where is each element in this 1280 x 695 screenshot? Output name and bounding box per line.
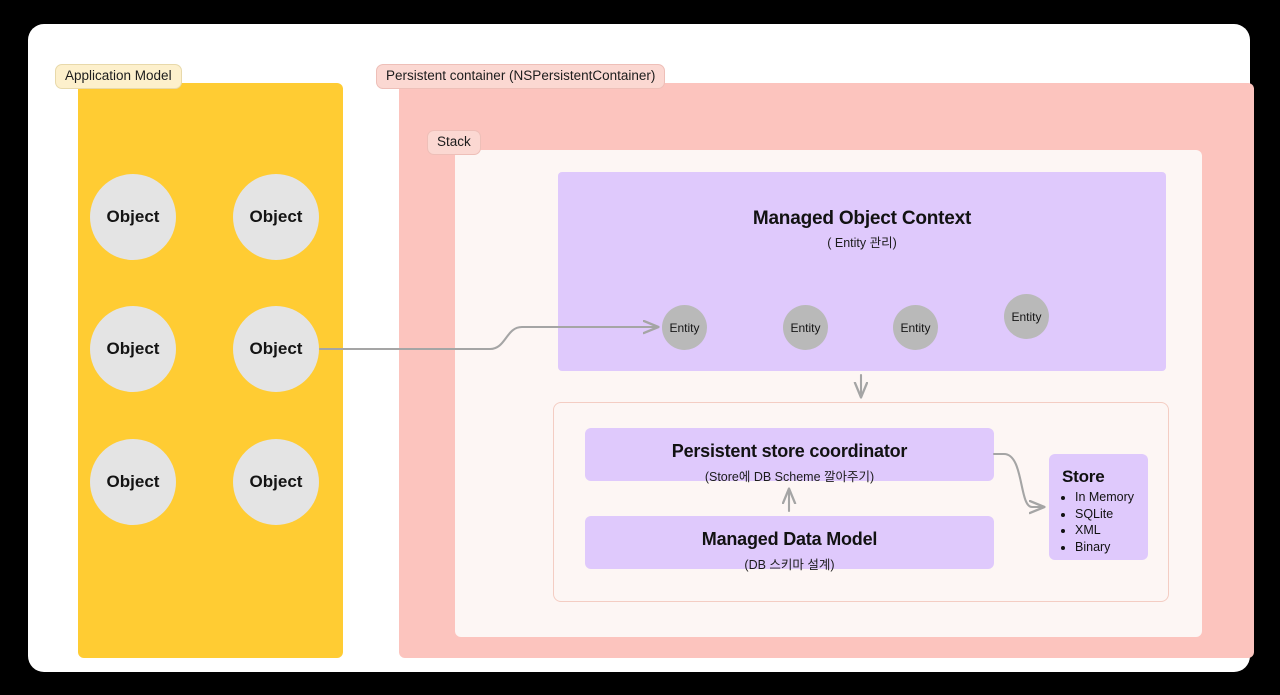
store-type-list: In Memory SQLite XML Binary	[1075, 489, 1134, 555]
persistent-store-coordinator-title: Persistent store coordinator	[671, 441, 908, 461]
store-type-item: SQLite	[1075, 506, 1134, 523]
object-label: Object	[106, 339, 160, 358]
managed-data-model-title: Managed Data Model	[701, 529, 878, 549]
managed-object-context-subtitle: ( Entity 관리)	[827, 236, 897, 250]
store-type-item: XML	[1075, 522, 1134, 539]
object-label: Object	[106, 207, 160, 226]
entity-label: Entity	[900, 320, 931, 335]
object-node[interactable]: Object	[233, 174, 319, 260]
persistent-container-tag: Persistent container (NSPersistentContai…	[376, 64, 666, 89]
entity-label: Entity	[790, 320, 821, 335]
managed-object-context-title: Managed Object Context	[752, 208, 972, 229]
object-node[interactable]: Object	[90, 174, 176, 260]
object-label: Object	[249, 339, 303, 358]
object-node[interactable]: Object	[233, 439, 319, 525]
store-type-item: Binary	[1075, 539, 1134, 556]
persistent-store-coordinator-box[interactable]: Persistent store coordinator (Store에 DB …	[585, 428, 994, 484]
object-label: Object	[249, 472, 303, 491]
diagram-card: Object Object Object Object Object Objec…	[28, 24, 1254, 672]
entity-label: Entity	[669, 320, 700, 335]
entity-label: Entity	[1011, 309, 1042, 324]
store-title: Store	[1062, 467, 1105, 486]
object-node[interactable]: Object	[90, 306, 176, 392]
persistent-store-coordinator-subtitle: (Store에 DB Scheme 깔아주기)	[704, 470, 875, 484]
entity-node[interactable]: Entity	[662, 305, 707, 350]
store-type-item: In Memory	[1075, 489, 1134, 506]
object-label: Object	[106, 472, 160, 491]
managed-data-model-subtitle: (DB 스키마 설계)	[744, 558, 835, 572]
object-label: Object	[249, 207, 303, 226]
object-node[interactable]: Object	[90, 439, 176, 525]
managed-data-model-box[interactable]: Managed Data Model (DB 스키마 설계)	[585, 516, 994, 572]
store-box[interactable]: Store In Memory SQLite XML Binary	[1049, 454, 1148, 560]
entity-node[interactable]: Entity	[783, 305, 828, 350]
application-model-tag: Application Model	[55, 64, 182, 89]
entity-node[interactable]: Entity	[893, 305, 938, 350]
managed-object-context-box[interactable]: Managed Object Context ( Entity 관리)	[558, 172, 1166, 371]
entity-node[interactable]: Entity	[1004, 294, 1049, 339]
object-node-source[interactable]: Object	[233, 306, 319, 392]
stack-tag: Stack	[427, 130, 481, 155]
